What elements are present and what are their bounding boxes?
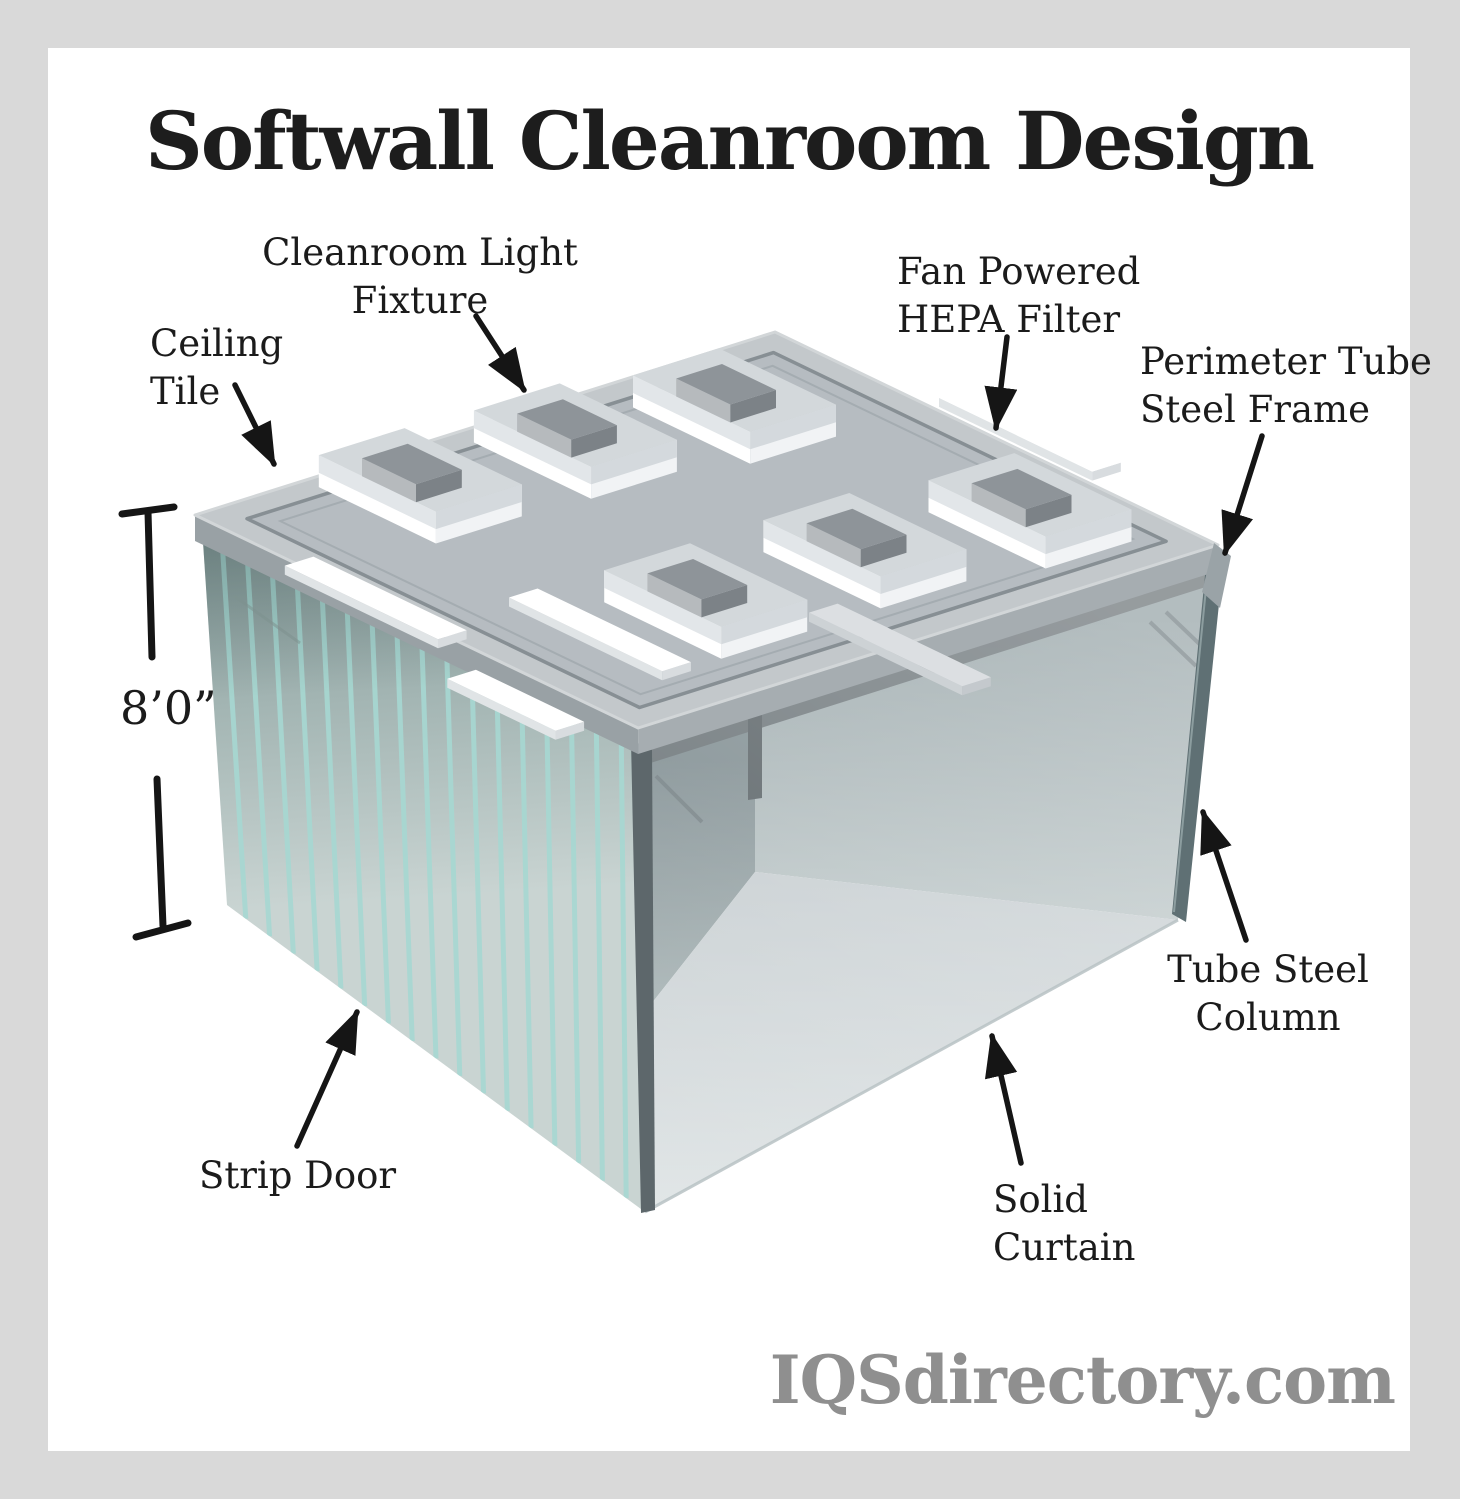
label-line: Steel Frame bbox=[1140, 388, 1371, 431]
page-title: Softwall Cleanroom Design bbox=[145, 94, 1315, 188]
solid-curtain-overlay bbox=[641, 571, 1212, 1214]
label-line: Perimeter Tube bbox=[1140, 340, 1432, 383]
label-line: Solid bbox=[993, 1178, 1088, 1221]
label-solid-curtain: Solid Curtain bbox=[993, 1176, 1135, 1272]
height-dimension-line bbox=[118, 503, 192, 941]
label-ceiling-tile: Ceiling Tile bbox=[150, 320, 283, 416]
label-line: Tile bbox=[150, 370, 221, 413]
watermark: IQSdirectory.com bbox=[769, 1341, 1396, 1419]
dimension-label: 8’0” bbox=[120, 681, 217, 735]
annotation-arrows bbox=[232, 313, 1265, 1166]
label-line: Fan Powered bbox=[897, 250, 1141, 293]
roof-equipment bbox=[284, 348, 1132, 740]
label-cleanroom-light-fixture: Cleanroom Light Fixture bbox=[255, 229, 585, 325]
label-fan-powered-hepa-filter: Fan Powered HEPA Filter bbox=[897, 248, 1140, 344]
label-line: Cleanroom Light bbox=[262, 231, 578, 274]
label-strip-door: Strip Door bbox=[199, 1152, 396, 1200]
label-line: Fixture bbox=[351, 279, 489, 322]
label-perimeter-tube-steel-frame: Perimeter Tube Steel Frame bbox=[1140, 338, 1432, 434]
label-line: Strip Door bbox=[199, 1154, 397, 1197]
label-line: Ceiling bbox=[150, 322, 284, 365]
label-line: Column bbox=[1195, 996, 1341, 1039]
label-tube-steel-column: Tube Steel Column bbox=[1158, 946, 1378, 1042]
label-line: HEPA Filter bbox=[897, 298, 1121, 341]
tube-steel-columns bbox=[631, 565, 1222, 1213]
label-line: Curtain bbox=[993, 1226, 1136, 1269]
label-line: Tube Steel bbox=[1167, 948, 1369, 991]
